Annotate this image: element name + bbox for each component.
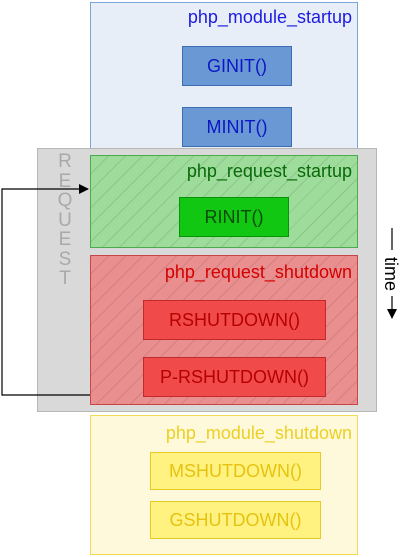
request-label-letter: E xyxy=(58,229,72,250)
request-shutdown-title: php_request_shutdown xyxy=(164,262,352,282)
rshutdown-box: RSHUTDOWN() xyxy=(143,300,326,340)
request-startup-title: php_request_startup xyxy=(186,161,352,181)
module-shutdown-title: php_module_shutdown xyxy=(165,423,352,443)
request-label-letter: S xyxy=(58,248,72,270)
ginit-box: GINIT() xyxy=(182,46,292,86)
request-startup-phase: php_request_startup RINIT() xyxy=(90,155,358,248)
time-axis-label: time xyxy=(381,257,400,292)
mshutdown-box: MSHUTDOWN() xyxy=(150,452,321,490)
module-startup-phase: php_module_startup GINIT() MINIT() xyxy=(90,2,358,149)
minit-box: MINIT() xyxy=(182,107,292,147)
request-label-letter: T xyxy=(59,268,71,289)
p-rshutdown-box: P-RSHUTDOWN() xyxy=(143,357,326,397)
request-label-letter: Q xyxy=(57,190,73,211)
rinit-box: RINIT() xyxy=(179,197,289,237)
request-label-letter: E xyxy=(58,170,72,192)
module-startup-title: php_module_startup xyxy=(187,7,352,27)
module-shutdown-phase: php_module_shutdown MSHUTDOWN() GSHUTDOW… xyxy=(90,415,358,555)
request-label-letter: R xyxy=(58,151,72,172)
gshutdown-box: GSHUTDOWN() xyxy=(150,501,321,539)
request-shutdown-phase: php_request_shutdown RSHUTDOWN() P-RSHUT… xyxy=(90,255,358,405)
request-label-letter: U xyxy=(58,209,72,231)
